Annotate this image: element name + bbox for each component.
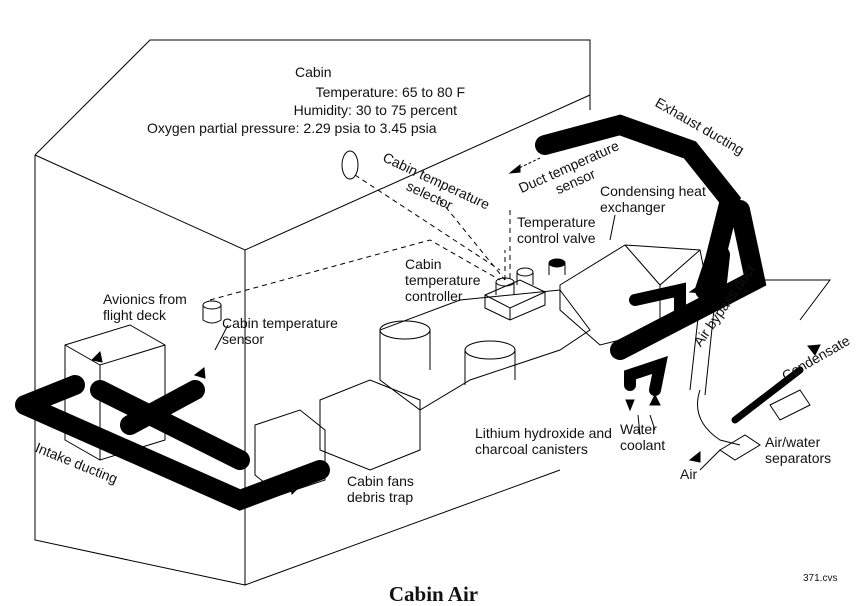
- label-temperature-control-valve: Temperature control valve: [517, 214, 596, 246]
- flow-arrows: [90, 157, 821, 496]
- separators: [719, 389, 811, 461]
- canister-manifold: [379, 289, 591, 411]
- cabin-sensor: [202, 305, 222, 324]
- cabin-box: [34, 39, 591, 586]
- intake-ducting: [15, 375, 330, 511]
- condensate-pipe: [731, 366, 804, 424]
- signal-lines: [209, 174, 511, 301]
- controller-block: [484, 279, 546, 321]
- label-condensing-heat-exchanger: Condensing heat exchanger: [600, 183, 706, 215]
- leader-lines: [214, 214, 656, 436]
- fan-housing: [254, 379, 421, 496]
- coolant-pipes: [624, 282, 686, 396]
- label-air: Air: [680, 466, 698, 482]
- reference-code: 371.cvs: [803, 573, 838, 584]
- label-cabin-fans-debris-trap: Cabin fans debris trap: [347, 473, 414, 505]
- label-cabin-temperature-controller: Cabin temperature controller: [405, 256, 481, 304]
- cabin-temperature-spec: Temperature: 65 to 80 F: [315, 84, 465, 100]
- label-avionics-from-flight-deck: Avionics from flight deck: [103, 291, 187, 323]
- label-lithium-hydroxide-canisters: Lithium hydroxide and charcoal canisters: [475, 425, 612, 457]
- label-water-coolant: Water coolant: [620, 421, 666, 453]
- cabin-humidity-spec: Humidity: 30 to 75 percent: [293, 102, 457, 118]
- cabin-oxygen-spec: Oxygen partial pressure: 2.29 psia to 3.…: [147, 120, 437, 136]
- label-air-water-separators: Air/water separators: [765, 434, 832, 466]
- figure-title: Cabin Air: [388, 582, 479, 606]
- exhaust-ducting: [535, 114, 767, 360]
- temperature-selector-dial: [341, 150, 359, 180]
- cabin-heading: Cabin: [295, 64, 332, 80]
- ducting: [15, 114, 804, 511]
- label-cabin-temperature-sensor: Cabin temperature sensor: [222, 315, 338, 347]
